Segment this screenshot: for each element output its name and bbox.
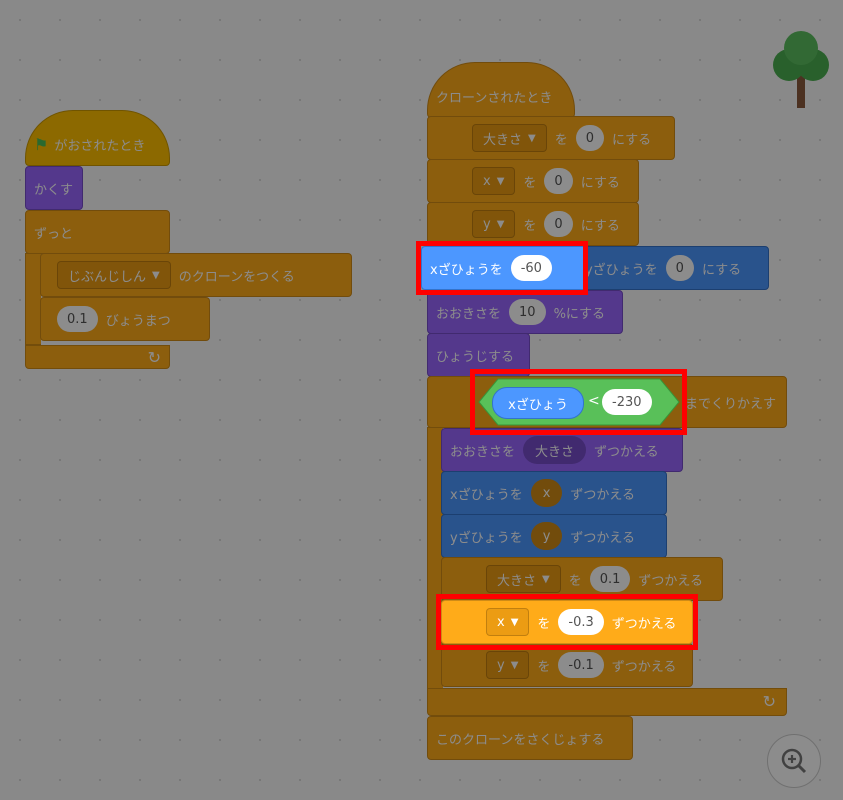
change-var-size-block[interactable]: 大きさ▼ を 0.1 ずつかえる bbox=[441, 557, 723, 601]
set-x-var-block[interactable]: x▼ を 0 にする bbox=[427, 159, 639, 203]
delete-clone-block[interactable]: このクローンをさくじょする bbox=[427, 716, 633, 760]
hat-label: がおされたとき bbox=[54, 138, 146, 154]
variable-dropdown[interactable]: x▼ bbox=[486, 608, 530, 636]
zoom-in-icon bbox=[781, 748, 807, 774]
change-x-block[interactable]: xざひょうを x ずつかえる bbox=[441, 471, 667, 515]
size-input[interactable]: 10 bbox=[509, 299, 546, 325]
repeat-cap: ↻ bbox=[427, 688, 787, 716]
clone-target-dropdown[interactable]: じぶんじしん ▼ bbox=[57, 261, 171, 289]
hide-block[interactable]: かくす bbox=[25, 166, 83, 210]
value-input[interactable]: -0.3 bbox=[558, 609, 604, 635]
value-input[interactable]: 0.1 bbox=[589, 566, 631, 592]
caret-down-icon: ▼ bbox=[528, 132, 536, 144]
set-y-var-block[interactable]: y▼ を 0 にする bbox=[427, 202, 639, 246]
value-input[interactable]: 0 bbox=[544, 168, 573, 194]
change-var-y-block[interactable]: y▼ を -0.1 ずつかえる bbox=[441, 643, 693, 687]
value-input[interactable]: 0 bbox=[544, 211, 573, 237]
caret-down-icon: ▼ bbox=[510, 616, 519, 628]
variable-dropdown[interactable]: x▼ bbox=[472, 167, 516, 195]
caret-down-icon: ▼ bbox=[542, 573, 550, 585]
zoom-in-button[interactable] bbox=[767, 734, 821, 788]
wait-seconds-input[interactable]: 0.1 bbox=[57, 306, 98, 332]
variable-dropdown[interactable]: y▼ bbox=[486, 651, 530, 679]
goto-xy-highlight-segment[interactable]: xざひょうを -60 bbox=[421, 246, 585, 290]
x-position-reporter[interactable]: xざひょう bbox=[492, 387, 584, 419]
caret-down-icon: ▼ bbox=[496, 218, 505, 230]
forever-cap: ↻ bbox=[25, 345, 170, 369]
variable-dropdown[interactable]: 大きさ▼ bbox=[486, 565, 561, 593]
change-size-block[interactable]: おおきさを 大きさ ずつかえる bbox=[441, 428, 683, 472]
less-than-operator: < bbox=[588, 393, 600, 409]
variable-dropdown[interactable]: y▼ bbox=[472, 210, 516, 238]
x-input-highlighted[interactable]: -60 bbox=[510, 255, 552, 281]
condition-block[interactable]: xざひょう < -230 bbox=[478, 378, 680, 426]
highlight-change-x bbox=[436, 594, 698, 650]
change-var-x-block[interactable]: x▼ を -0.3 ずつかえる bbox=[441, 600, 693, 644]
create-clone-block[interactable]: じぶんじしん ▼ のクローンをつくる bbox=[40, 253, 352, 297]
x-reporter[interactable]: x bbox=[530, 479, 563, 507]
y-reporter[interactable]: y bbox=[530, 522, 563, 550]
change-y-block[interactable]: yざひょうを y ずつかえる bbox=[441, 514, 667, 558]
highlight-goto-x bbox=[416, 241, 588, 295]
value-input[interactable]: -0.1 bbox=[558, 652, 604, 678]
when-flag-clicked-block[interactable]: ⚑ がおされたとき bbox=[25, 110, 170, 166]
repeat-until-label: までくりかえす bbox=[684, 396, 776, 412]
forever-block[interactable]: ずっと bbox=[25, 210, 170, 254]
loop-arrow-icon: ↻ bbox=[762, 692, 776, 711]
when-clone-starts-block[interactable]: クローンされたとき bbox=[427, 62, 575, 118]
variable-dropdown[interactable]: 大きさ▼ bbox=[472, 124, 547, 152]
green-flag-icon: ⚑ bbox=[34, 134, 49, 154]
set-size-var-block[interactable]: 大きさ▼ を 0 にする bbox=[427, 116, 675, 160]
wait-block[interactable]: 0.1 びょうまつ bbox=[40, 297, 210, 341]
tree-sprite-icon[interactable] bbox=[771, 30, 831, 110]
y-input[interactable]: 0 bbox=[665, 255, 694, 281]
loop-arrow-icon: ↻ bbox=[147, 348, 161, 367]
value-input[interactable]: 0 bbox=[575, 125, 605, 151]
size-reporter[interactable]: 大きさ bbox=[523, 436, 587, 464]
set-size-percent-block[interactable]: おおきさを 10 %にする bbox=[427, 290, 623, 334]
caret-down-icon: ▼ bbox=[510, 659, 519, 671]
compare-value-input[interactable]: -230 bbox=[602, 389, 652, 415]
caret-down-icon: ▼ bbox=[152, 269, 160, 281]
highlight-condition bbox=[470, 369, 687, 435]
forever-arm bbox=[25, 253, 41, 345]
caret-down-icon: ▼ bbox=[496, 175, 505, 187]
